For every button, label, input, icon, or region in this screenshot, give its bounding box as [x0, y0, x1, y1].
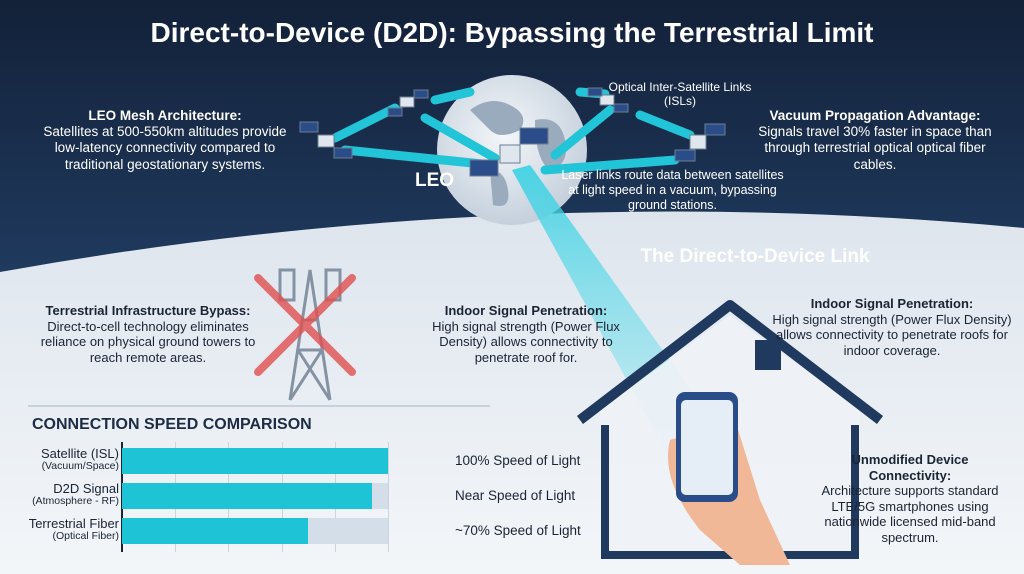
category-label: Satellite (ISL)(Vacuum/Space): [41, 447, 119, 472]
bar-track: [122, 448, 388, 474]
satellite-icon: [299, 121, 353, 159]
chart-title: CONNECTION SPEED COMPARISON: [32, 416, 312, 433]
category-name: D2D Signal: [53, 481, 119, 496]
d2d-link-heading: The Direct-to-Device Link: [640, 246, 870, 267]
category-sub: (Atmosphere - RF): [32, 494, 119, 507]
vacuum-note: Vacuum Propagation Advantage: Signals tr…: [755, 108, 995, 173]
data-label: ~70% Speed of Light: [455, 523, 581, 538]
terrestrial-body: Direct-to-cell technology eliminates rel…: [40, 318, 256, 365]
satellite-icon: [469, 127, 549, 177]
cross-out-icon: [254, 274, 356, 376]
page-title: Direct-to-Device (D2D): Bypassing the Te…: [150, 17, 874, 48]
indoor-center-note: Indoor Signal Penetration: High signal s…: [412, 303, 640, 365]
bar-track: [122, 483, 388, 509]
category-label: Terrestrial Fiber(Optical Fiber): [29, 517, 119, 542]
indoor-right-note: Indoor Signal Penetration: High signal s…: [772, 296, 1012, 358]
bar-track: [122, 518, 388, 544]
vacuum-heading: Vacuum Propagation Advantage:: [769, 108, 981, 123]
terrestrial-note: Terrestrial Infrastructure Bypass: Direc…: [28, 303, 268, 365]
satellite-icon: [674, 123, 726, 162]
leo-mesh-heading: LEO Mesh Architecture:: [88, 108, 242, 123]
smartphone-icon: [668, 392, 790, 565]
unmodified-note: Unmodified Device Connectivity: Architec…: [810, 452, 1010, 546]
indoor-center-body: High signal strength (Power Flux Density…: [432, 318, 620, 365]
unmodified-heading: Unmodified Device Connectivity:: [851, 452, 969, 483]
data-label: Near Speed of Light: [455, 488, 576, 503]
satellite-icon: [587, 87, 629, 113]
leo-mesh-body: Satellites at 500-550km altitudes provid…: [43, 124, 287, 172]
vacuum-body: Signals travel 30% faster in space than …: [758, 124, 992, 172]
isl-label: Optical Inter-Satellite Links (ISLs): [608, 80, 752, 109]
satellite-icon: [387, 89, 429, 117]
data-label: 100% Speed of Light: [455, 453, 581, 468]
indoor-center-heading: Indoor Signal Penetration:: [444, 303, 608, 318]
terrestrial-heading: Terrestrial Infrastructure Bypass:: [45, 303, 251, 318]
category-sub: (Optical Fiber): [52, 529, 119, 542]
bar: [122, 483, 373, 509]
category-label: D2D Signal(Atmosphere - RF): [32, 482, 119, 507]
indoor-right-heading: Indoor Signal Penetration:: [810, 296, 974, 311]
leo-label: LEO: [415, 170, 455, 191]
category-name: Terrestrial Fiber: [28, 516, 119, 531]
leo-mesh-note: LEO Mesh Architecture: Satellites at 500…: [30, 108, 300, 173]
laser-note: Laser links route data between satellite…: [561, 168, 784, 212]
grid-line: [388, 442, 389, 552]
bar: [122, 518, 309, 544]
indoor-right-body: High signal strength (Power Flux Density…: [772, 311, 1012, 358]
category-sub: (Vacuum/Space): [41, 459, 119, 472]
category-name: Satellite (ISL): [40, 446, 119, 461]
unmodified-body: Architecture supports standard LTE/5G sm…: [821, 483, 999, 545]
bar: [122, 448, 388, 474]
